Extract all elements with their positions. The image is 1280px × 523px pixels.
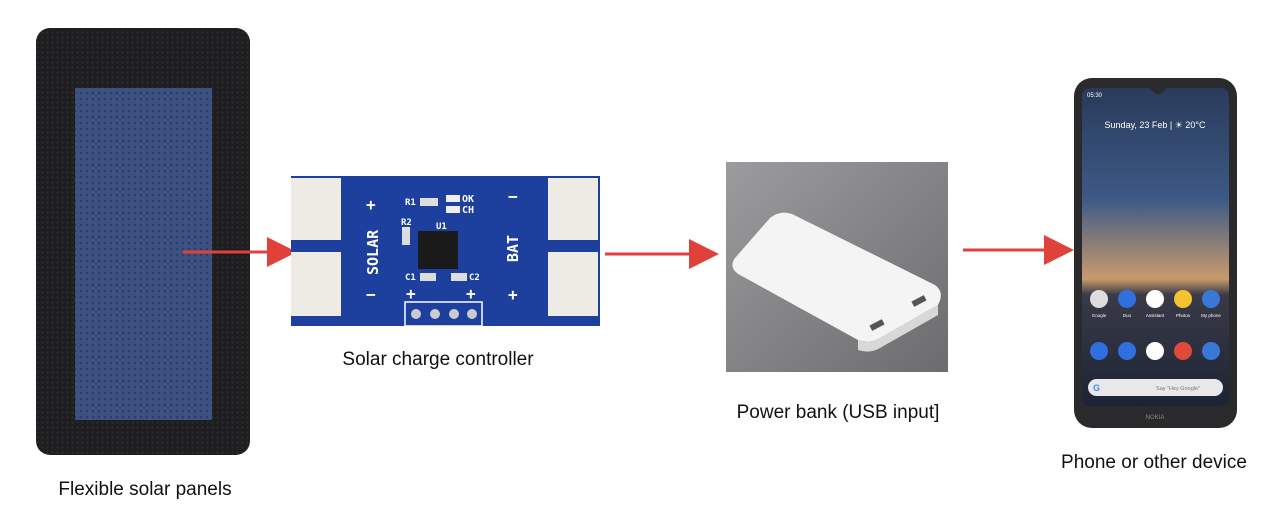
- chip: [418, 231, 458, 269]
- label-plus: +: [366, 195, 376, 214]
- label-plus: +: [466, 284, 476, 303]
- connector: [291, 252, 341, 316]
- app-label: Photos: [1176, 313, 1191, 318]
- connector: [291, 178, 341, 240]
- phone-brand: NOKIA: [1146, 415, 1165, 421]
- app-label: Assistant: [1146, 313, 1165, 318]
- label-c1: C1: [405, 273, 416, 283]
- label-ok: OK: [462, 194, 474, 205]
- label-ch: CH: [462, 205, 474, 216]
- app-row: Google Duo Assistant Photos My phone: [1090, 290, 1221, 318]
- google-icon: G: [1093, 383, 1100, 393]
- label-solar: SOLAR: [364, 229, 382, 275]
- app-label: My phone: [1201, 313, 1221, 318]
- caption-solar-panels: Flexible solar panels: [58, 479, 232, 500]
- solar-cells: [75, 88, 212, 420]
- charge-controller-image: R1 OK CH R2 U1 C1 C2 SOLAR BAT + − + + −…: [291, 176, 600, 327]
- label-plus: +: [406, 284, 416, 303]
- label-u1: U1: [436, 222, 447, 232]
- search-hint: Say "Hey Google": [1156, 386, 1200, 392]
- label-c2: C2: [469, 273, 480, 283]
- label-minus: −: [508, 187, 518, 206]
- connector: [548, 252, 598, 316]
- app-label: Duo: [1123, 313, 1132, 318]
- app-label: Google: [1092, 313, 1107, 318]
- label-plus: +: [508, 285, 518, 304]
- phone-image: 05:30 Sunday, 23 Feb | ☀ 20°C Google Duo…: [1074, 78, 1237, 428]
- search-bar: [1088, 379, 1223, 396]
- caption-power-bank: Power bank (USB input]: [736, 402, 940, 423]
- label-bat: BAT: [504, 235, 522, 262]
- dock: [1090, 342, 1220, 360]
- phone-time: 05:30: [1087, 93, 1103, 99]
- solar-panel-image: [36, 28, 250, 455]
- power-bank-image: [726, 162, 948, 372]
- phone-date-weather: Sunday, 23 Feb | ☀ 20°C: [1105, 120, 1206, 130]
- caption-charge-controller: Solar charge controller: [342, 349, 534, 370]
- connector: [548, 178, 598, 240]
- label-r1: R1: [405, 198, 416, 208]
- label-minus: −: [366, 285, 376, 304]
- caption-phone: Phone or other device: [1061, 452, 1247, 473]
- label-r2: R2: [401, 218, 412, 228]
